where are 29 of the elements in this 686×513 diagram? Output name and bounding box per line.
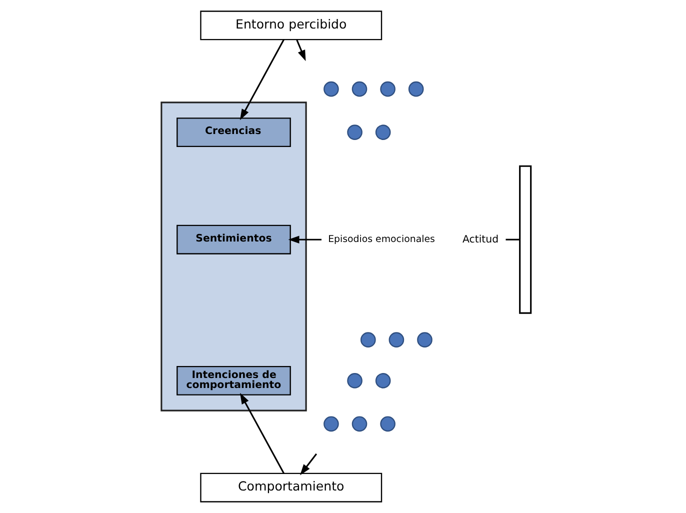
arrow bbox=[240, 392, 284, 474]
node-circle bbox=[347, 373, 362, 388]
node-circle bbox=[408, 81, 424, 97]
node-circle bbox=[375, 124, 391, 140]
cluster bbox=[160, 102, 307, 412]
node-box: Intenciones de comportamiento bbox=[176, 366, 291, 396]
node-box: Creencias bbox=[176, 118, 291, 148]
node-box: Entorno percibido bbox=[200, 10, 382, 40]
node-circle bbox=[417, 332, 432, 348]
node-circle bbox=[352, 81, 368, 97]
node-circle bbox=[380, 416, 396, 432]
node-text: Episodios emocionales bbox=[328, 234, 435, 246]
node-box: Sentimientos bbox=[176, 224, 291, 254]
arrow bbox=[288, 236, 322, 244]
node-bar bbox=[519, 165, 532, 314]
node-circle bbox=[324, 416, 339, 432]
node-circle bbox=[360, 332, 376, 348]
node-circle bbox=[324, 81, 339, 97]
arrow bbox=[240, 39, 284, 120]
arrow bbox=[296, 40, 306, 62]
node-circle bbox=[380, 81, 396, 97]
connector bbox=[506, 238, 520, 240]
node-circle bbox=[375, 373, 391, 388]
node-text: Actitud bbox=[462, 234, 499, 246]
node-box: Comportamiento bbox=[200, 472, 382, 502]
arrow bbox=[300, 453, 318, 476]
node-circle bbox=[388, 332, 404, 348]
node-circle bbox=[347, 124, 362, 140]
node-circle bbox=[352, 416, 368, 432]
